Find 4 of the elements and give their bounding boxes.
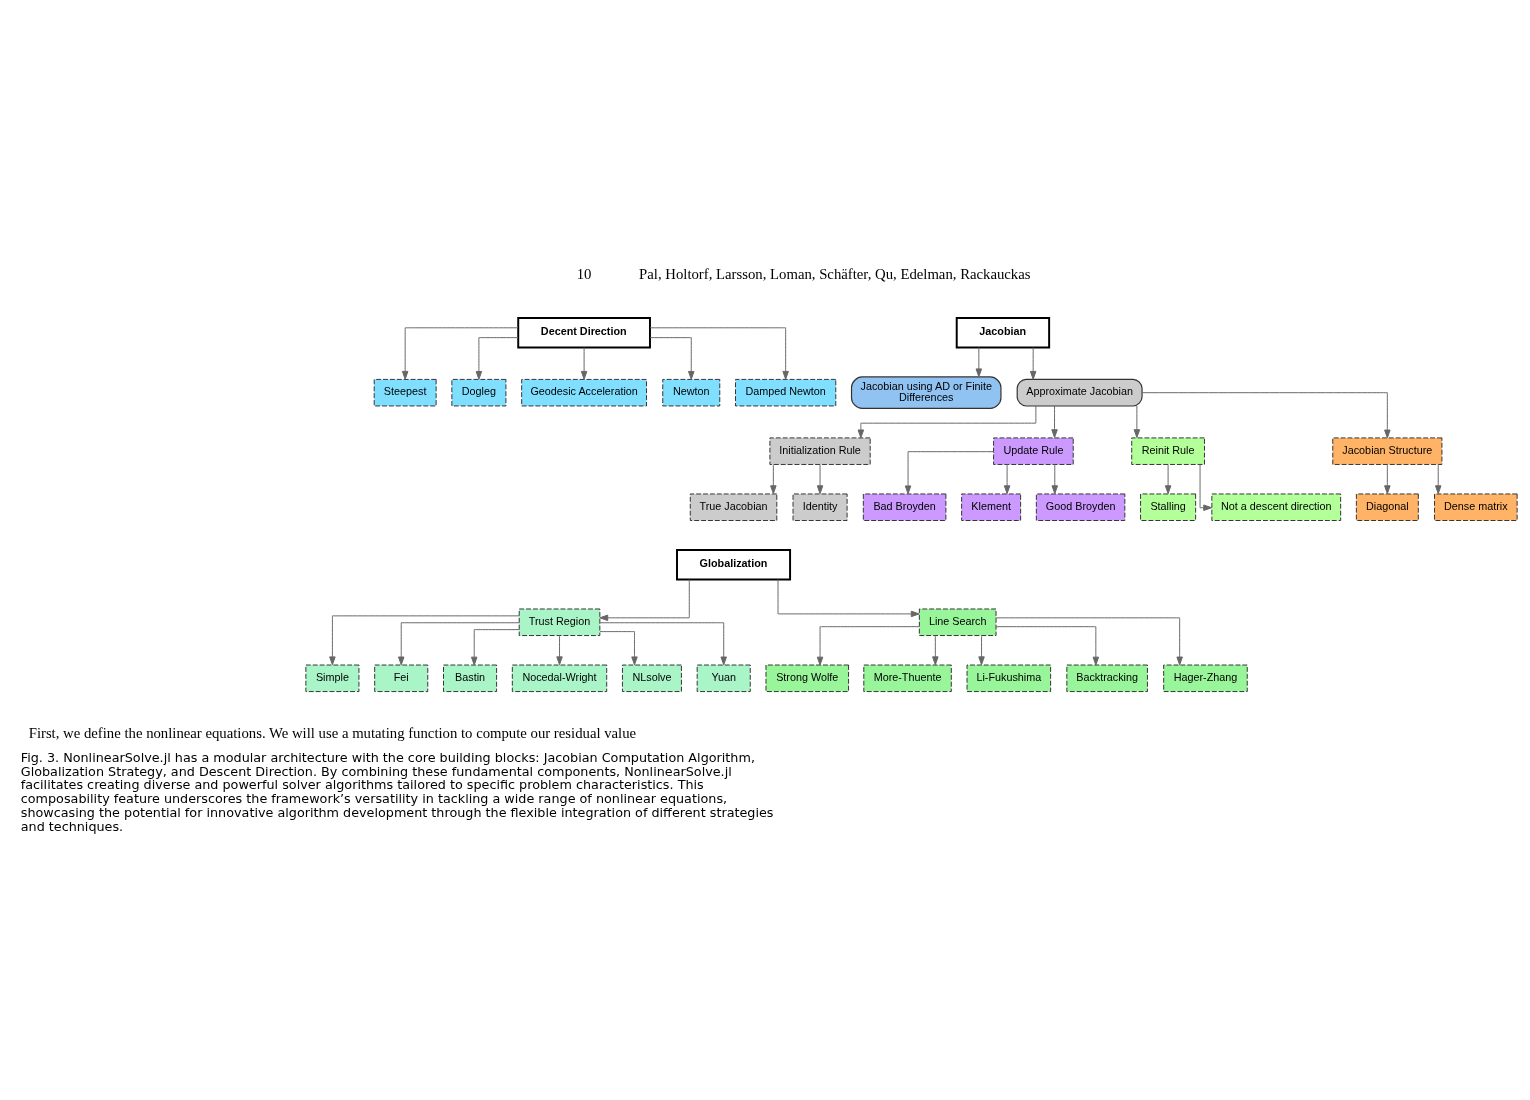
label: Pal, Holtorf, Larsson, Loman, Schäfter, Qu, Edelman, Rackauckas (639, 265, 1031, 282)
label: First, we define the nonlinear equations. We will use a mutating function to compute our residual value (28, 724, 637, 741)
caption: Fig. 3. NonlinearSolve.jl has a modular architecture with the core building blocks: Jacobian Computation Algorithm, Globalization Strategy, and Descent Direction. By combining these fundamental components, NonlinearSolve.jl facilitates creating diverse and powerful solver algorithms tailored to specific problem characteristics. This composability feature underscores the framework’s versatility in tackling a wide range of nonlinear equations, showcasing the potential for innovative algorithm development through the flexible integration of different strategies and techniques. (20, 749, 774, 834)
label: 10 (576, 265, 592, 282)
